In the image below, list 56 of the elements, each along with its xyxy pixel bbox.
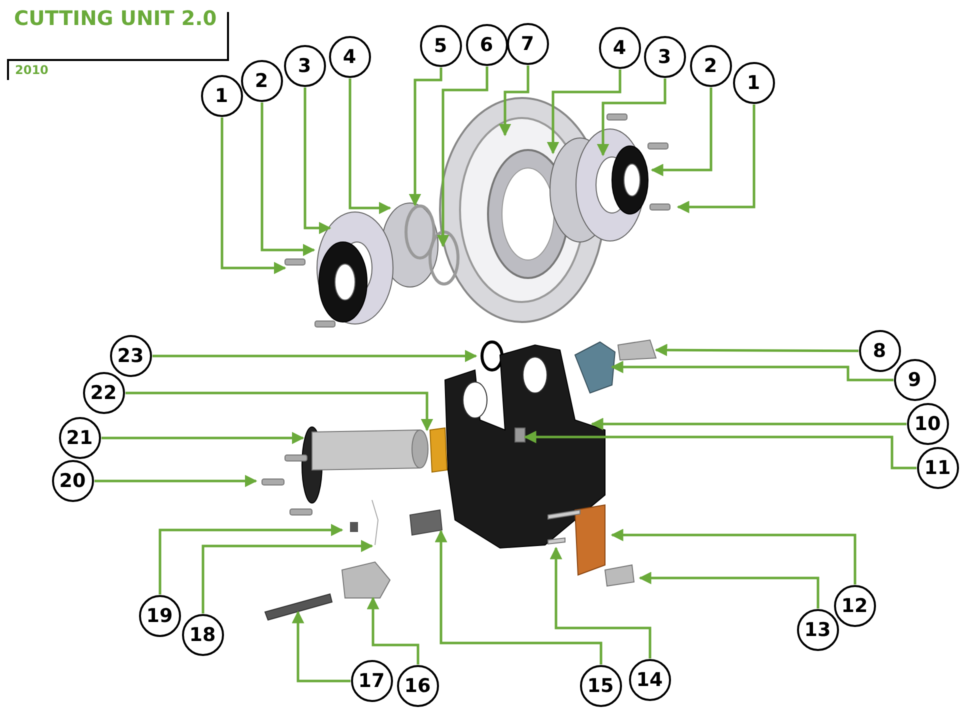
leader-line [596, 78, 666, 156]
leader-line [434, 530, 602, 664]
leader-line [676, 104, 756, 214]
callout-number: 2 [690, 44, 732, 86]
callout-number: 2 [240, 60, 282, 102]
leader-line [524, 430, 916, 470]
leader-line [408, 68, 442, 206]
callout-number: 14 [628, 658, 670, 700]
callout-number: 1 [732, 62, 774, 104]
leader-line [590, 418, 906, 430]
year-label: 2010 [15, 63, 48, 77]
callout-number: 6 [466, 24, 508, 66]
callout-number: 20 [52, 460, 94, 502]
leader-line [638, 572, 820, 608]
callout-number: 17 [350, 660, 392, 702]
callout-number: 9 [894, 358, 936, 400]
leader-line [220, 118, 286, 274]
leader-line [292, 610, 350, 682]
leader-line [654, 344, 858, 356]
callout-number: 10 [906, 402, 948, 444]
callout-number: 3 [284, 44, 326, 86]
leader-line [436, 66, 488, 248]
callout-number: 7 [506, 22, 548, 64]
leader-line [550, 546, 652, 658]
leader-line [126, 392, 434, 432]
callout-number: 16 [396, 664, 438, 706]
leader-line [152, 350, 478, 362]
callout-number: 5 [420, 24, 462, 66]
leader-line [202, 540, 374, 614]
callout-number: 15 [580, 664, 622, 706]
callout-number: 4 [598, 26, 640, 68]
leader-line [102, 432, 304, 444]
leader-line [610, 360, 894, 382]
callout-number: 23 [110, 334, 152, 376]
leader-line [348, 78, 392, 214]
callout-number: 18 [182, 614, 224, 656]
title: CUTTING UNIT 2.0 [14, 6, 217, 30]
leader-line [94, 474, 258, 488]
callout-number: 21 [58, 416, 100, 458]
leader-line [158, 524, 344, 594]
callout-number: 11 [916, 446, 958, 488]
callout-number: 19 [138, 594, 180, 636]
callout-number: 4 [328, 36, 370, 78]
leader-line [260, 102, 316, 256]
leader-line [498, 66, 530, 136]
callout-number: 1 [200, 74, 242, 116]
leader-line [366, 596, 420, 664]
leader-line [546, 70, 622, 154]
callout-number: 3 [644, 36, 686, 78]
callout-number: 22 [82, 372, 124, 414]
leader-line [650, 88, 712, 176]
leader-line [304, 88, 332, 234]
callout-number: 13 [796, 608, 838, 650]
callout-number: 12 [834, 584, 876, 626]
callout-number: 8 [858, 330, 900, 372]
leader-line [610, 528, 856, 584]
